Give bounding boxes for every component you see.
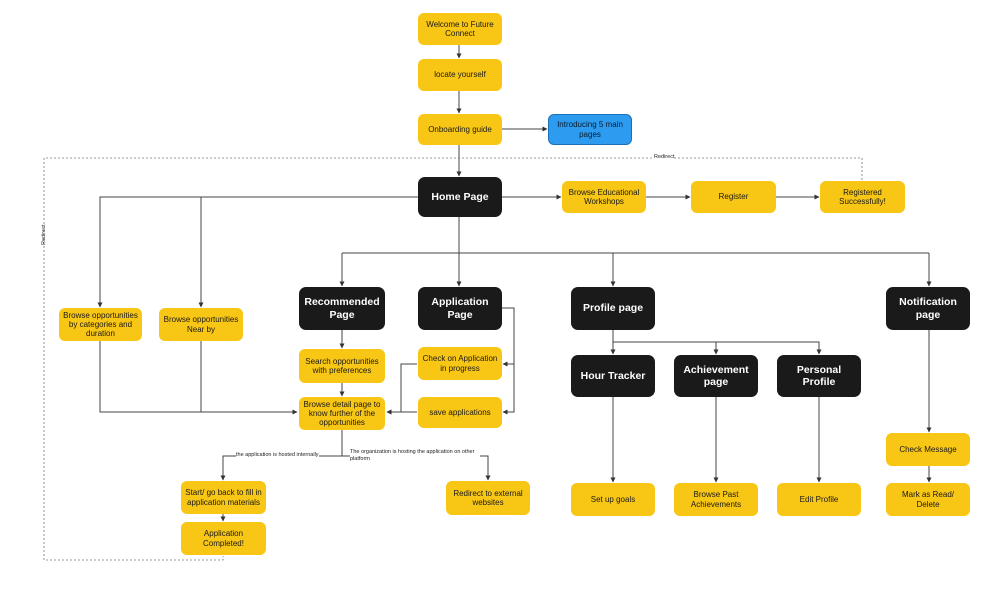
recommended-node[interactable]: Recommended Page <box>299 287 385 330</box>
redirect-left-label: Redirect <box>41 224 47 245</box>
hosted-internally-label: the application is hosted internally <box>236 452 319 459</box>
welcome-node[interactable]: Welcome to Future Connect <box>418 13 502 45</box>
start-fill-node[interactable]: Start/ go back to fill in application ma… <box>181 481 266 514</box>
notification-node[interactable]: Notification page <box>886 287 970 330</box>
hour-tracker-node[interactable]: Hour Tracker <box>571 355 655 397</box>
profile-node[interactable]: Profile page <box>571 287 655 330</box>
check-message-node[interactable]: Check Message <box>886 433 970 466</box>
app-completed-node[interactable]: Application Completed! <box>181 522 266 555</box>
browse-workshops-node[interactable]: Browse Educational Workshops <box>562 181 646 213</box>
edge-application-save <box>502 364 515 415</box>
check-application-node[interactable]: Check on Application in progress <box>418 347 502 380</box>
hosted-other-label: The organization is hosting the applicat… <box>350 449 480 463</box>
edge-profile-personal <box>613 341 822 355</box>
browse-detail-node[interactable]: Browse detail page to know further of th… <box>299 397 385 430</box>
introducing-node[interactable]: Introducing 5 main pages <box>548 114 632 145</box>
browse-categories-node[interactable]: Browse opportunities by categories and d… <box>59 308 142 341</box>
edge-home-categories <box>97 196 418 308</box>
home-node[interactable]: Home Page <box>418 177 502 217</box>
mark-read-node[interactable]: Mark as Read/ Delete <box>886 483 970 516</box>
search-prefs-node[interactable]: Search opportunities with preferences <box>299 349 385 383</box>
edge-application-check <box>501 307 515 367</box>
edge-profile-achievement <box>613 341 719 355</box>
edge-redirect-dashed <box>43 157 863 561</box>
personal-profile-node[interactable]: Personal Profile <box>777 355 861 397</box>
set-goals-node[interactable]: Set up goals <box>571 483 655 516</box>
achievement-node[interactable]: Achievement page <box>674 355 758 397</box>
redirect-external-node[interactable]: Redirect to external websites <box>446 481 530 515</box>
onboarding-node[interactable]: Onboarding guide <box>418 114 502 145</box>
application-node[interactable]: Application Page <box>418 287 502 330</box>
edit-profile-node[interactable]: Edit Profile <box>777 483 861 516</box>
save-applications-node[interactable]: save applications <box>418 397 502 428</box>
edge-check-detail <box>386 363 417 415</box>
register-node[interactable]: Register <box>691 181 776 213</box>
registered-node[interactable]: Registered Successfully! <box>820 181 905 213</box>
redirect-top-label: Redirect <box>654 154 675 161</box>
browse-near-node[interactable]: Browse opportunities Near by <box>159 308 243 341</box>
browse-past-node[interactable]: Browse Past Achievements <box>674 483 758 516</box>
edge-categories-detail <box>99 341 298 415</box>
edge-detail-internal <box>220 455 342 481</box>
locate-node[interactable]: locate yourself <box>418 59 502 91</box>
